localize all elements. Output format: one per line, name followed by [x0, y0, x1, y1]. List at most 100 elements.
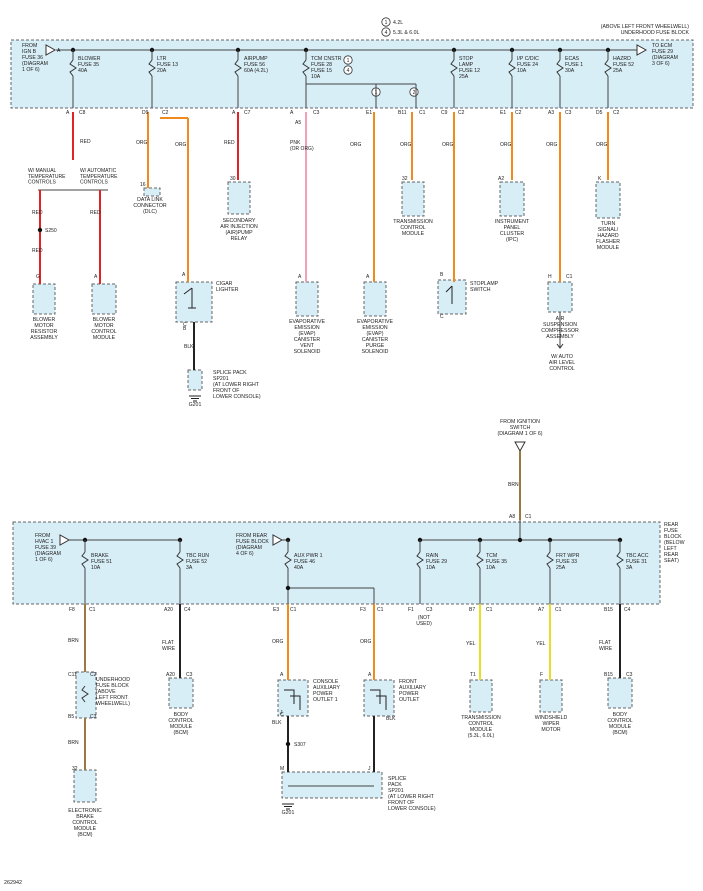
circle-1b: 1	[375, 90, 378, 96]
upper-pin-label: D5	[596, 110, 603, 116]
upper-pin-label: A	[290, 110, 294, 116]
lower-component-pin: M	[280, 766, 284, 772]
legend-symbol-2: 4	[385, 30, 388, 36]
upper-component-pin: A	[366, 274, 370, 280]
upper-component-pin: 30	[230, 176, 236, 182]
upper-pin-label: A5	[295, 120, 301, 126]
splice-s250-label: S250	[45, 228, 57, 234]
wire-label-blk-aux: BLK	[272, 720, 282, 726]
fuse-symbol-lower	[284, 551, 292, 569]
lower-pin-label: F3	[360, 607, 366, 613]
front-outlet-box	[363, 679, 395, 717]
lower-component-pin: B5	[68, 714, 74, 720]
wire-label-org-turn: ORG	[596, 142, 608, 148]
lower-pin-label: C1	[486, 607, 493, 613]
fuse-symbol	[148, 59, 156, 77]
upper-pin-label: E1	[366, 110, 372, 116]
fuse-symbol-lower	[81, 551, 89, 569]
fuse-symbol-lower	[176, 551, 184, 569]
wire-label-yel-wiper: YEL	[536, 641, 546, 647]
g201-lower-label: G201	[282, 810, 295, 816]
legend-symbol-2-ring	[381, 27, 391, 37]
lower-ign-node	[517, 537, 523, 543]
circle-2b: 2	[413, 90, 416, 96]
wire-label-brn-1: BRN	[68, 638, 79, 644]
upper-component-pin: A2	[498, 176, 504, 182]
evap-vent-box	[295, 281, 319, 317]
upper-component-pin: 32	[402, 176, 408, 182]
lower-pin-label: B15	[604, 607, 613, 613]
lower-component-pin: A	[280, 672, 284, 678]
wire-label-brn-ign: BRN	[508, 482, 519, 488]
aux-split-node	[285, 585, 291, 591]
wire-label-red-air: RED	[224, 140, 235, 146]
upper-pin-label: D9	[142, 110, 149, 116]
evap-purge-box	[363, 281, 387, 317]
front-outlet-symbol	[370, 689, 387, 710]
lower-fuse-block	[12, 521, 661, 605]
wire-label-pink: PNK(OR ORG)	[290, 140, 314, 152]
g201-lower-ground	[282, 803, 294, 810]
wire-label-org-susp: ORG	[546, 142, 558, 148]
fuse-symbol	[604, 59, 612, 77]
ign-pin-c1: C1	[525, 514, 532, 520]
lower-pin-label: C1	[89, 607, 96, 613]
wire-label-red-3: RED	[32, 248, 43, 254]
lower-pin-label: C3	[426, 607, 433, 613]
lower-pin-label: F1	[408, 607, 414, 613]
fuse-symbol	[508, 59, 516, 77]
stoplamp-switch-symbol	[445, 285, 453, 304]
upper-connector-letter: A	[57, 48, 61, 54]
lower-component-pin: C2	[90, 672, 97, 678]
upper-pin-label: A	[232, 110, 236, 116]
g201-upper-label: G201	[189, 402, 202, 408]
lower-component-pin: A20	[166, 672, 175, 678]
lower-pin-label: E3	[273, 607, 279, 613]
legend-text-1: 4.2L	[393, 20, 403, 26]
console-outlet-box	[277, 679, 309, 717]
lower-component-pin: A	[368, 672, 372, 678]
upper-pin-label: C2	[613, 110, 620, 116]
lower-pin-label: C4	[184, 607, 191, 613]
upper-pin-label: C1	[419, 110, 426, 116]
lower-component-pin: C11	[68, 672, 77, 678]
wire-label-org-cigar: ORG	[175, 142, 187, 148]
lower-component-pin: B15	[604, 672, 613, 678]
tcm-upper-box	[401, 181, 425, 217]
lower-pin-label: B7	[469, 607, 475, 613]
upper-pin-label: C3	[313, 110, 320, 116]
auto-level-arrow	[556, 343, 564, 349]
dlc-connector-box	[143, 187, 161, 197]
upper-pin-label: C2	[515, 110, 522, 116]
lower-component-pin: C	[280, 712, 284, 718]
fuse-symbol	[450, 59, 458, 77]
lower-component-pin: C3	[186, 672, 193, 678]
upper-block-title: (ABOVE LEFT FRONT WHEELWELL)UNDERHOOD FU…	[601, 24, 690, 36]
fuse-symbol-lower	[416, 551, 424, 569]
turn-flasher-box	[595, 181, 621, 219]
fuse-symbol	[302, 59, 310, 77]
